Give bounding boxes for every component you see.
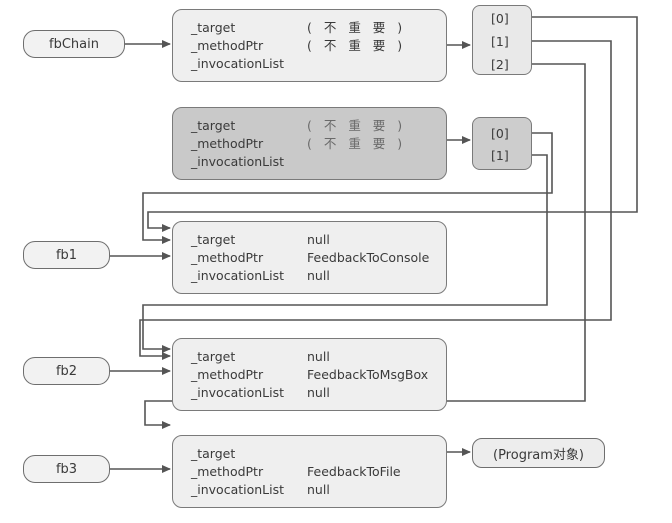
variable-label: fb1 [55, 247, 78, 263]
variable-label: fb3 [55, 461, 78, 477]
variable-fbchain: fbChain [23, 30, 125, 58]
chain-invocation-array: [0] [1] [2] [472, 5, 532, 75]
variable-fb2: fb2 [23, 357, 110, 385]
field-target: _target( 不 重 要 ) [191, 118, 407, 133]
chain-delegate-object: _target( 不 重 要 ) _methodPtr( 不 重 要 ) _in… [172, 9, 447, 82]
field-target: _target( 不 重 要 ) [191, 20, 407, 35]
array-slot-1: [1] [491, 34, 509, 49]
array-slot-2: [2] [491, 57, 509, 72]
program-object: (Program对象) [472, 438, 605, 468]
field-invocation-list: _invocationList [191, 154, 285, 169]
old-invocation-array: [0] [1] [472, 117, 532, 170]
variable-fb3: fb3 [23, 455, 110, 483]
array-slot-0: [0] [491, 11, 509, 26]
old-chain-delegate-object: _target( 不 重 要 ) _methodPtr( 不 重 要 ) _in… [172, 107, 447, 180]
program-object-label: (Program对象) [493, 447, 584, 463]
variable-label: fb2 [55, 363, 78, 379]
field-method: _methodPtr( 不 重 要 ) [191, 136, 407, 151]
array-slot-0: [0] [491, 126, 509, 141]
array-slot-1: [1] [491, 148, 509, 163]
field-method: _methodPtr( 不 重 要 ) [191, 38, 407, 53]
arrow-chain-1-to-fb2 [139, 40, 612, 360]
field-target: _target [191, 446, 236, 461]
variable-fb1: fb1 [23, 241, 110, 269]
variable-label: fbChain [49, 36, 99, 52]
field-invocation-list: _invocationList [191, 56, 285, 71]
